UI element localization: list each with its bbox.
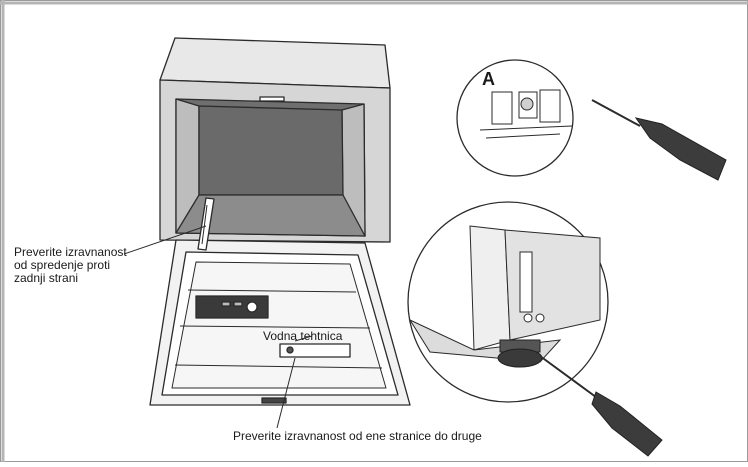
control-panel xyxy=(195,295,269,319)
detail-circle-b xyxy=(407,201,663,457)
door-rib-2 xyxy=(179,325,371,329)
door-rib-1 xyxy=(187,289,357,293)
door-panel xyxy=(171,261,387,389)
door-rib-3 xyxy=(174,364,383,369)
side-level xyxy=(197,197,215,251)
cavity-floor xyxy=(175,194,366,237)
indicator-2 xyxy=(233,301,243,307)
top-lid xyxy=(159,37,391,89)
detail-circle-a xyxy=(456,59,727,181)
spirit-level-bubble xyxy=(286,346,294,354)
dial xyxy=(246,301,258,313)
cavity-rear xyxy=(198,105,344,196)
side-to-side-label: Preverite izravnanost od ene stranice do… xyxy=(233,429,482,443)
bottom-hinge xyxy=(261,397,287,404)
indicator-1 xyxy=(221,301,231,307)
dishwasher xyxy=(149,37,411,406)
latch-slot xyxy=(259,96,285,102)
leader-lines xyxy=(123,225,313,429)
front-back-label-line-2: od spredenje proti xyxy=(14,258,111,272)
front-back-label-line-1: Preverite izravnanost xyxy=(14,245,127,259)
spirit-level-label: Vodna tehtnica xyxy=(263,329,343,343)
spirit-level-bar xyxy=(279,343,351,358)
screwdriver-b-icon xyxy=(539,355,663,457)
adjustable-foot-icon xyxy=(497,339,543,368)
front-back-label-line-3: zadnji strani xyxy=(14,271,79,285)
screwdriver-a-icon xyxy=(591,99,727,181)
callout-a: A xyxy=(482,69,495,89)
